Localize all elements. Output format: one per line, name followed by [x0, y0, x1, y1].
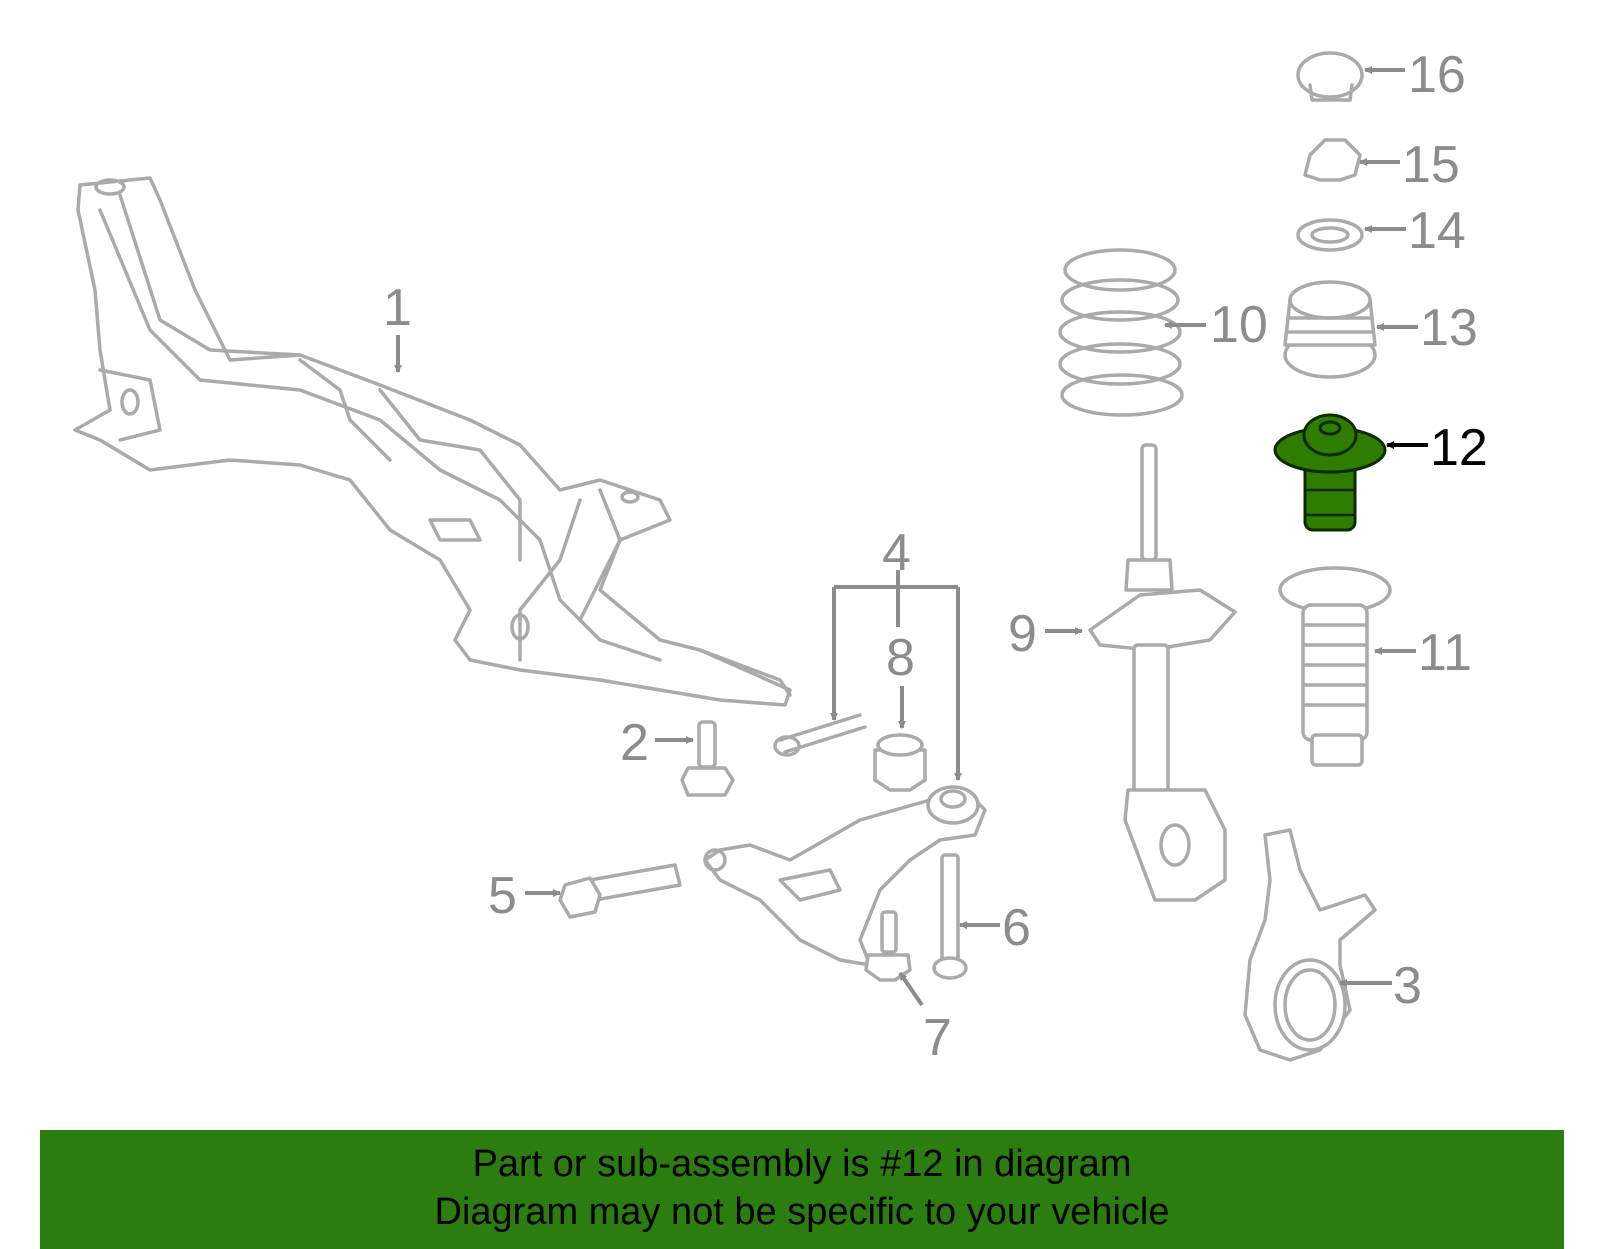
callout-6: 6 [1002, 899, 1031, 957]
callout-14: 14 [1408, 202, 1466, 260]
callout-7: 7 [923, 1009, 952, 1067]
leader-4-bracket [832, 570, 958, 780]
part-16-cap [1296, 51, 1364, 102]
parts-diagram: 1 2 3 4 5 6 7 8 9 10 11 12 13 14 15 16 [73, 46, 1488, 1067]
part-cotter-pin [773, 713, 867, 757]
banner-line-2: Diagram may not be specific to your vehi… [434, 1191, 1170, 1233]
banner-line-1: Part or sub-assembly is #12 in diagram [472, 1143, 1132, 1185]
callout-10: 10 [1210, 296, 1268, 354]
callout-5: 5 [488, 867, 517, 925]
part-5-bolt [558, 863, 682, 919]
callout-2: 2 [620, 714, 649, 772]
part-2-bolt [680, 720, 735, 797]
part-3-knuckle [1243, 828, 1377, 1062]
part-10-spring [1058, 248, 1184, 417]
part-9-strut [1088, 443, 1237, 902]
callout-16: 16 [1408, 46, 1466, 104]
part-6-bolt [932, 853, 968, 980]
part-11-boot [1278, 566, 1392, 767]
callout-1: 1 [383, 279, 412, 337]
part-8-nut [873, 733, 927, 792]
part-12-mount-highlighted [1273, 413, 1387, 532]
callout-15: 15 [1402, 136, 1460, 194]
callout-8: 8 [886, 629, 915, 687]
callout-9: 9 [1008, 605, 1037, 663]
part-4-lower-control-arm [703, 785, 987, 967]
part-14-washer [1296, 218, 1364, 252]
callout-4: 4 [882, 524, 911, 582]
callout-13: 13 [1420, 299, 1478, 357]
part-15-bushing [1303, 138, 1362, 182]
callout-11: 11 [1418, 624, 1472, 682]
callout-12: 12 [1430, 419, 1488, 477]
part-13-bearing [1283, 280, 1377, 379]
callout-3: 3 [1393, 957, 1422, 1015]
part-7-nut [864, 910, 912, 982]
part-1-subframe [73, 176, 792, 707]
leader-7 [898, 971, 924, 1007]
part-info-banner: Part or sub-assembly is #12 in diagram D… [40, 1130, 1564, 1249]
